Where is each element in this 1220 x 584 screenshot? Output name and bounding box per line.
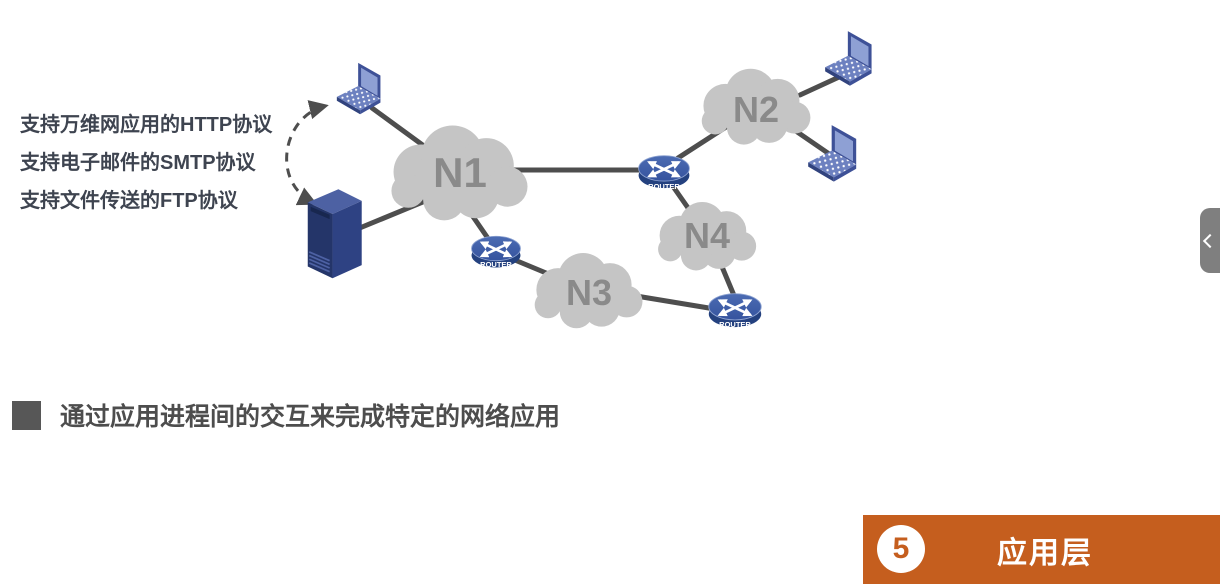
cloud-n2-label: N2 bbox=[733, 89, 779, 130]
cloud-n3-label: N3 bbox=[566, 272, 612, 313]
protocol-note-smtp: 支持电子邮件的SMTP协议 bbox=[20, 152, 256, 174]
server-icon bbox=[306, 188, 363, 280]
sidebar-toggle-handle[interactable] bbox=[1200, 208, 1220, 273]
laptop-icon-3 bbox=[808, 125, 857, 182]
application-layer-banner: 5 应用层 bbox=[863, 515, 1220, 584]
protocol-note-ftp: 支持文件传送的FTP协议 bbox=[20, 190, 238, 212]
layer-number-badge: 5 bbox=[877, 525, 925, 573]
chevron-left-icon bbox=[1202, 233, 1218, 249]
bullet-square-icon bbox=[12, 400, 41, 430]
router-3-label: ROUTER bbox=[719, 320, 751, 329]
cloud-n4-label: N4 bbox=[684, 215, 730, 256]
bullet-row: 通过应用进程间的交互来完成特定的网络应用 bbox=[12, 397, 560, 433]
protocol-note-http: 支持万维网应用的HTTP协议 bbox=[20, 114, 273, 136]
protocol-notes: 支持万维网应用的HTTP协议 支持电子邮件的SMTP协议 支持文件传送的FTP协… bbox=[20, 106, 272, 220]
router-2-label: ROUTER bbox=[480, 260, 512, 269]
layer-name-label: 应用层 bbox=[997, 536, 1093, 570]
request-response-arrow bbox=[285, 100, 329, 206]
network-diagram: N1 N2 N3 N4 ROUTER ROUTER ROUTER bbox=[285, 31, 872, 329]
cloud-n1-label: N1 bbox=[433, 149, 487, 196]
bullet-text: 通过应用进程间的交互来完成特定的网络应用 bbox=[60, 403, 561, 431]
router-1-label: ROUTER bbox=[648, 182, 680, 191]
